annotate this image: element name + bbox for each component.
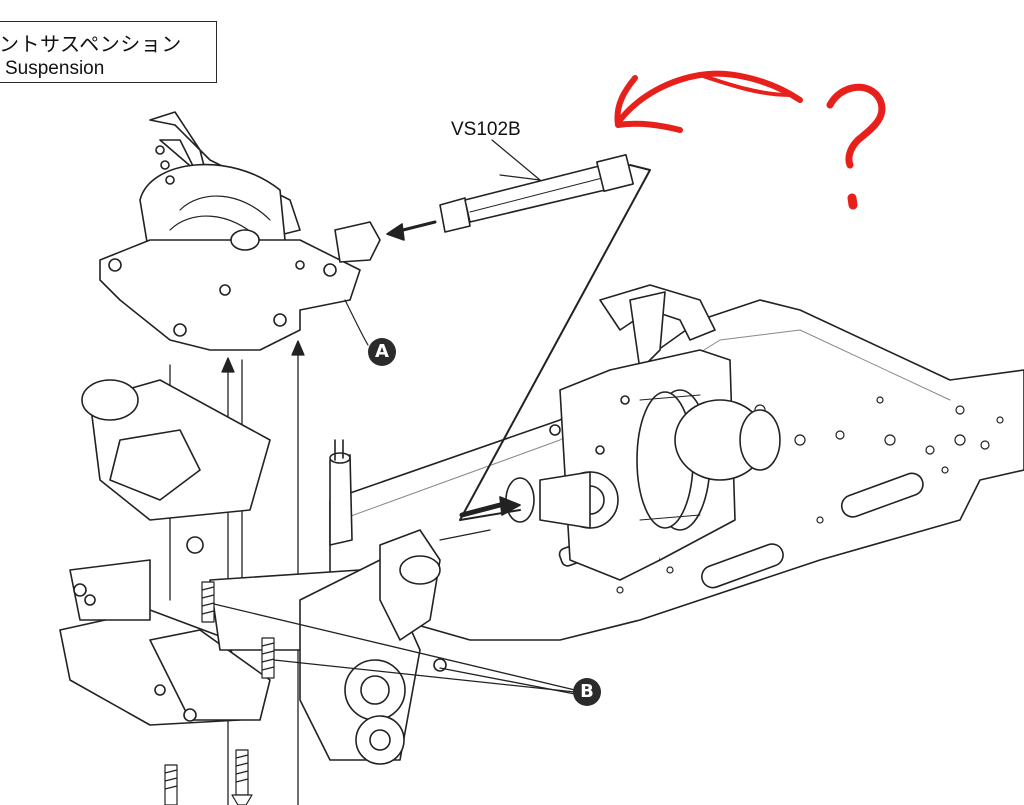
part-leader-line	[491, 139, 541, 181]
part-number-label: VS102B	[451, 119, 521, 140]
section-title-japanese: ントサスペンション	[0, 32, 182, 56]
chassis-slot	[701, 543, 784, 589]
marker-a-leader	[344, 299, 369, 346]
marker-b-leaders	[213, 603, 576, 695]
marker-b-badge: B	[573, 678, 601, 706]
front-bulkhead	[99, 111, 381, 351]
question-mark	[826, 83, 886, 169]
red-annotation	[614, 70, 886, 210]
chassis-holes	[616, 396, 1004, 594]
chassis-slot	[840, 472, 924, 518]
drive-shaft	[439, 154, 634, 233]
red-arrow	[614, 70, 803, 133]
insertion-arrows	[386, 164, 651, 521]
screws	[164, 581, 275, 805]
front-suspension	[59, 379, 491, 765]
section-title-box: ントサスペンション Suspension	[0, 21, 217, 83]
section-title-english: Suspension	[5, 58, 105, 79]
rear-gearbox	[505, 284, 781, 581]
marker-a-badge: A	[368, 338, 396, 366]
